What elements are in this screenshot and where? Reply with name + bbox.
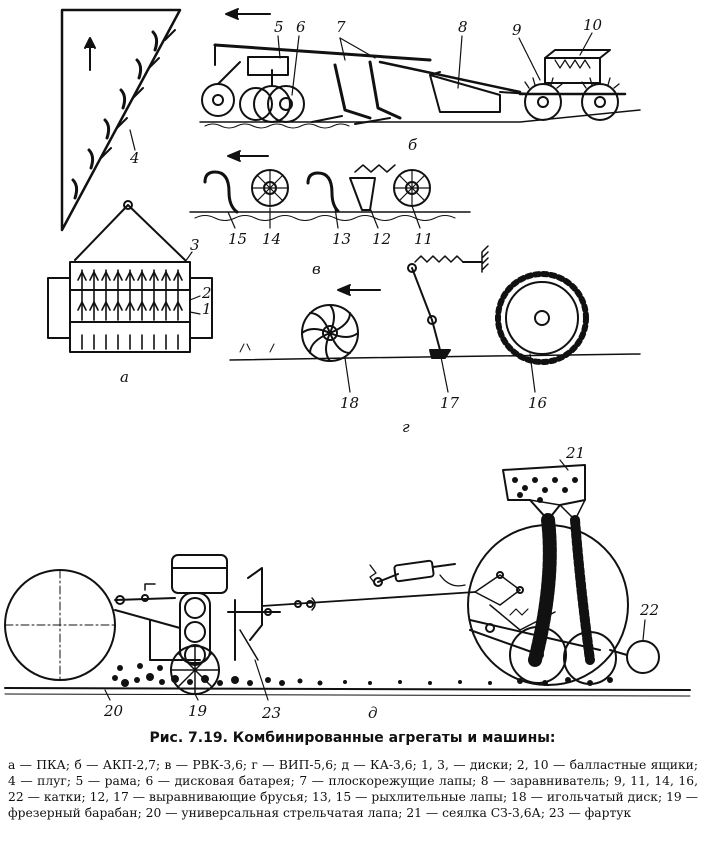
panel-v-drawing <box>189 150 471 229</box>
panel-label-a: а <box>120 368 129 386</box>
label-8: 8 <box>458 18 468 36</box>
label-11: 11 <box>414 230 433 248</box>
label-21: 21 <box>565 444 585 462</box>
panel-g-drawing <box>229 245 641 393</box>
label-2: 2 <box>201 284 212 302</box>
panel-label-v: в <box>312 260 321 278</box>
panel-d-drawing <box>4 459 691 701</box>
figure-legend: а — ПКА; б — АКП-2,7; в — РВК-3,6; г — В… <box>8 758 698 820</box>
panel-label-b: б <box>408 136 418 154</box>
label-6: 6 <box>296 18 306 36</box>
label-14: 14 <box>262 230 281 248</box>
label-23: 23 <box>261 704 281 722</box>
label-15: 15 <box>228 230 247 248</box>
panel-label-d: д <box>368 704 378 722</box>
label-9: 9 <box>512 21 522 39</box>
label-12: 12 <box>372 230 391 248</box>
labels: 1 2 3 4 5 6 7 8 9 10 11 12 13 14 15 16 1… <box>103 16 659 722</box>
label-4: 4 <box>129 149 140 167</box>
label-20: 20 <box>103 702 124 720</box>
label-16: 16 <box>528 394 548 412</box>
label-7: 7 <box>336 18 346 36</box>
panel-a-drawing <box>47 8 213 353</box>
label-10: 10 <box>583 16 603 34</box>
label-17: 17 <box>440 394 460 412</box>
label-18: 18 <box>340 394 359 412</box>
figure-caption: Рис. 7.19. Комбинированные агрегаты и ма… <box>149 730 556 746</box>
panel-label-g: г <box>402 418 410 436</box>
label-19: 19 <box>188 702 208 720</box>
panel-b-drawing <box>199 8 641 129</box>
label-5: 5 <box>274 18 284 36</box>
label-1: 1 <box>202 300 212 318</box>
label-22: 22 <box>639 601 659 619</box>
label-3: 3 <box>190 236 200 254</box>
label-13: 13 <box>332 230 351 248</box>
